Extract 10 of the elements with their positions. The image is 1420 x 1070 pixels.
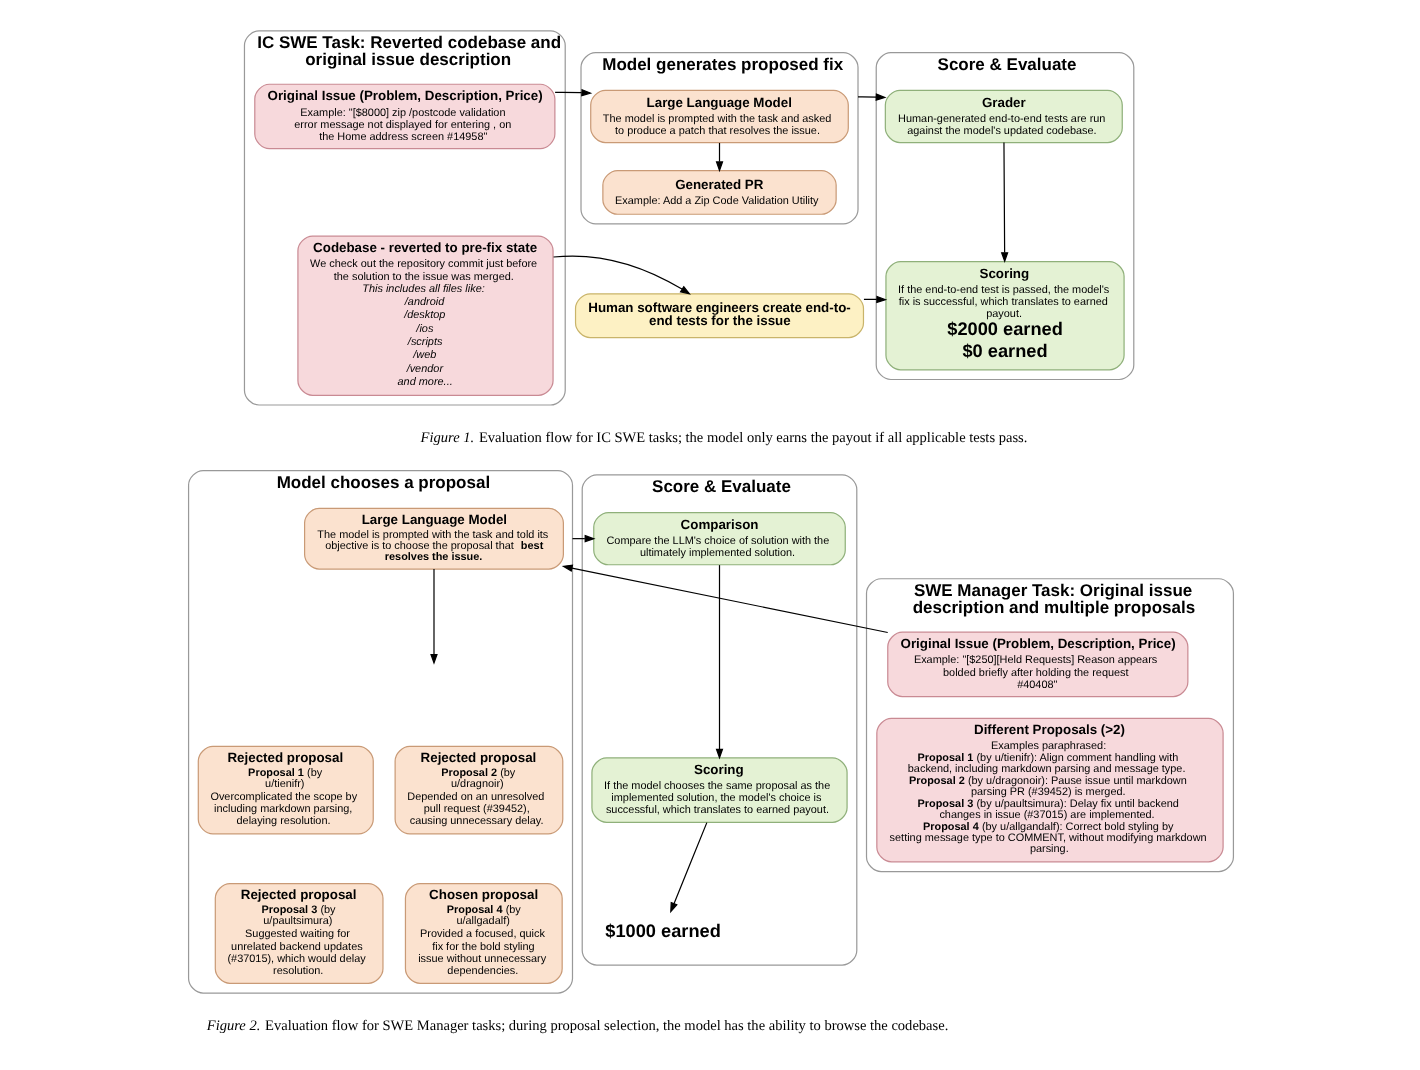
arrow	[714, 564, 723, 760]
arrow	[669, 822, 707, 914]
arrow	[856, 93, 886, 101]
arrow	[553, 88, 592, 97]
node-text: $1000 earned	[604, 921, 720, 942]
arrow	[999, 142, 1008, 264]
arrow	[551, 255, 690, 295]
arrow	[429, 568, 437, 665]
arrow	[560, 564, 888, 634]
arrow	[714, 142, 723, 173]
